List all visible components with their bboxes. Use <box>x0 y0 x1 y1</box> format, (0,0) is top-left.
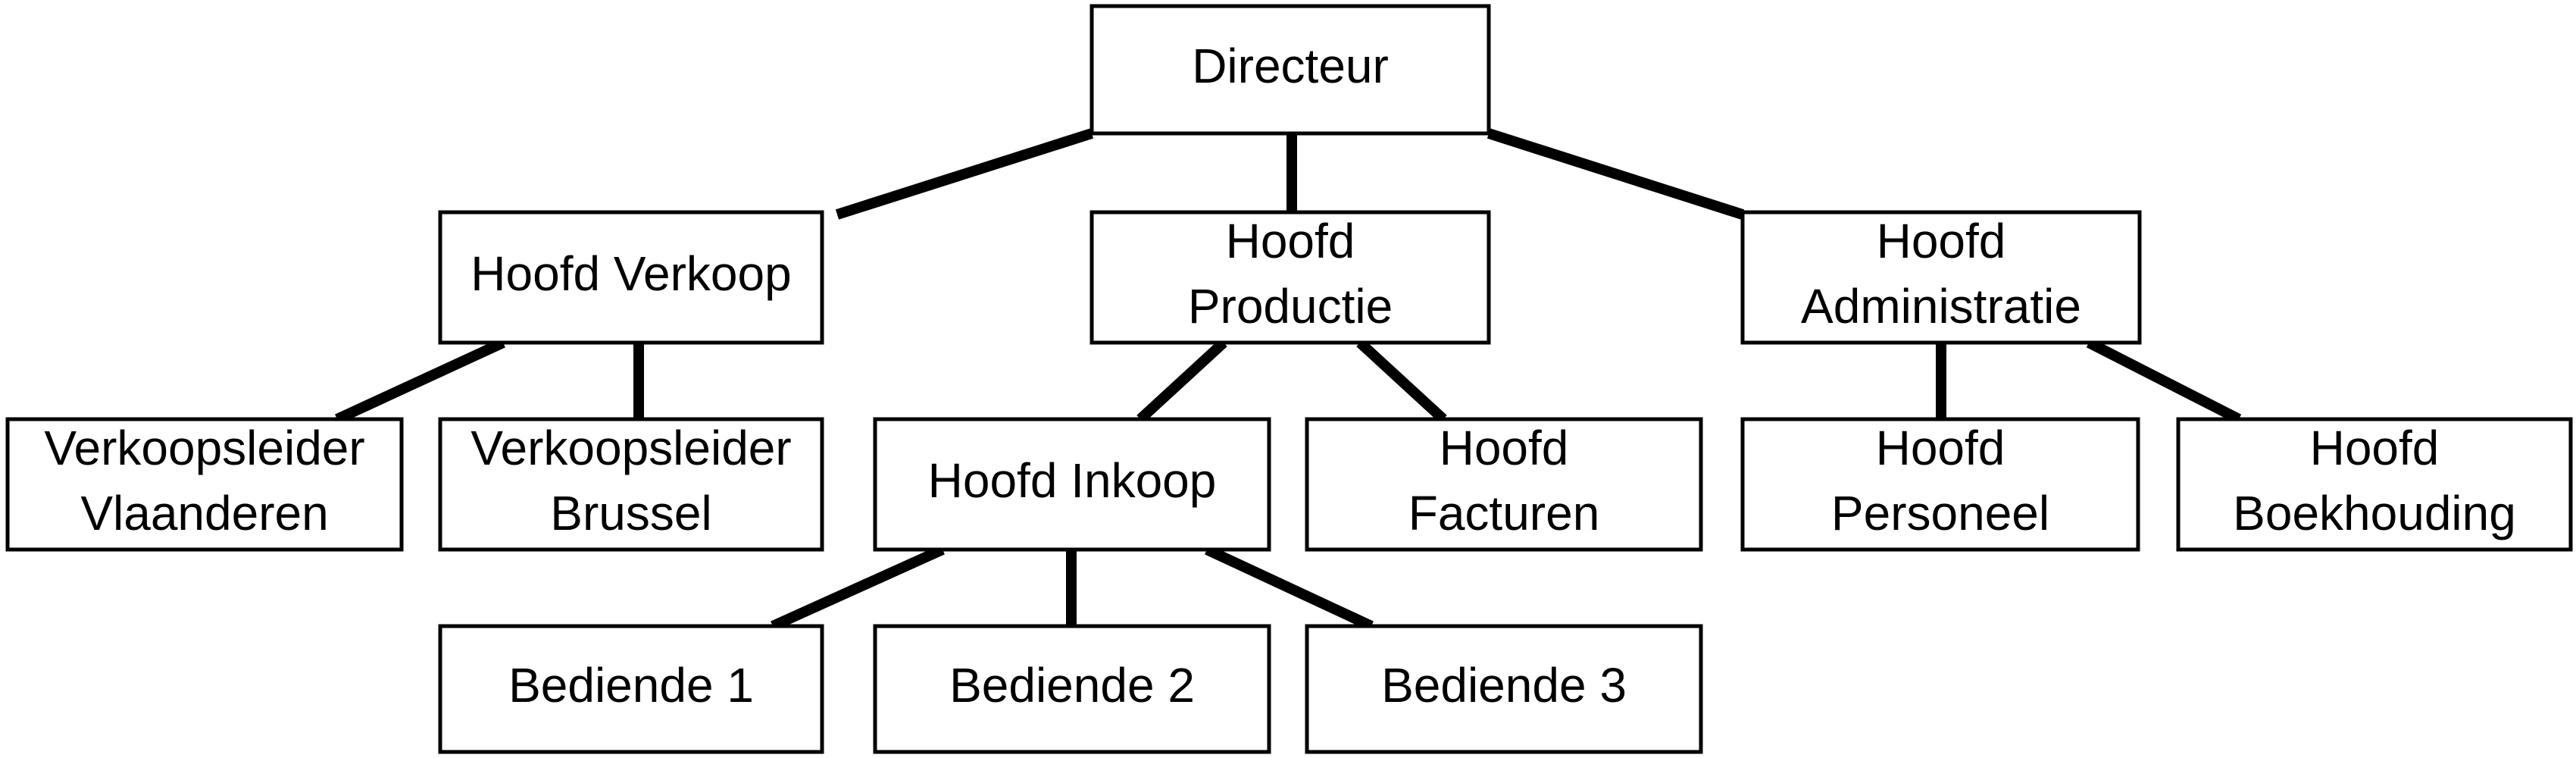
node-hoofd-boekhouding-line-1: Hoofd <box>2310 421 2440 475</box>
node-hoofd-productie-line-2: Productie <box>1188 279 1393 334</box>
connector-productie-inkoop <box>1136 338 1227 424</box>
node-hoofd-facturen-line-1: Hoofd <box>1440 421 1569 475</box>
node-verkoopsleider-vlaanderen-line-1: Verkoopsleider <box>44 421 364 475</box>
node-hoofd-verkoop: Hoofd Verkoop <box>438 210 824 345</box>
node-hoofd-personeel-line-2: Personeel <box>1831 486 2049 540</box>
node-directeur: Directeur <box>1089 4 1491 136</box>
node-bediende-3-label: Bediende 3 <box>1381 658 1627 713</box>
node-verkoopsleider-vlaanderen: Verkoopsleider Vlaanderen <box>5 417 404 552</box>
connector-verkoop-vlaanderen <box>335 337 505 424</box>
node-verkoopsleider-brussel: Verkoopsleider Brussel <box>438 417 824 552</box>
node-hoofd-facturen-line-2: Facturen <box>1408 486 1600 540</box>
connector-productie-facturen <box>1356 338 1447 424</box>
node-hoofd-verkoop-label: Hoofd Verkoop <box>470 246 791 301</box>
node-hoofd-boekhouding-line-2: Boekhouding <box>2233 486 2516 540</box>
node-hoofd-productie: Hoofd Productie <box>1089 210 1491 345</box>
connector-inkoop-bediende-3 <box>1205 544 1374 631</box>
node-hoofd-administratie-line-1: Hoofd <box>1877 214 2006 268</box>
node-verkoopsleider-brussel-line-1: Verkoopsleider <box>470 421 791 475</box>
connector-administratie-boekhouding <box>2086 337 2242 424</box>
connector-directeur-verkoop <box>835 128 1094 220</box>
connector-inkoop-bediende-1 <box>771 544 945 631</box>
node-directeur-label: Directeur <box>1192 39 1389 93</box>
node-hoofd-personeel: Hoofd Personeel <box>1740 417 2140 552</box>
node-verkoopsleider-brussel-line-2: Brussel <box>550 486 711 540</box>
node-bediende-2-label: Bediende 2 <box>949 658 1195 713</box>
node-hoofd-productie-line-1: Hoofd <box>1226 214 1355 268</box>
node-bediende-3: Bediende 3 <box>1305 624 1703 754</box>
node-hoofd-administratie-line-2: Administratie <box>1801 279 2081 334</box>
connector-directeur-administratie <box>1487 128 1745 220</box>
node-hoofd-inkoop-label: Hoofd Inkoop <box>928 453 1217 508</box>
node-bediende-2: Bediende 2 <box>873 624 1271 754</box>
connectors <box>335 128 2242 631</box>
node-verkoopsleider-vlaanderen-line-2: Vlaanderen <box>80 486 328 540</box>
node-bediende-1: Bediende 1 <box>438 624 824 754</box>
node-hoofd-personeel-line-1: Hoofd <box>1876 421 2005 475</box>
node-hoofd-administratie: Hoofd Administratie <box>1740 210 2142 345</box>
node-hoofd-inkoop: Hoofd Inkoop <box>873 417 1271 552</box>
node-hoofd-boekhouding: Hoofd Boekhouding <box>2176 417 2573 552</box>
node-bediende-1-label: Bediende 1 <box>508 658 754 713</box>
node-hoofd-facturen: Hoofd Facturen <box>1305 417 1703 552</box>
